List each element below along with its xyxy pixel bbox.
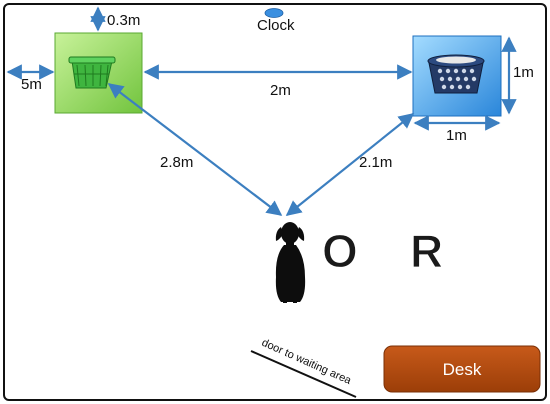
left-gap-label: 5m: [21, 76, 42, 93]
room-diagram: Clock 0.3m 5m 1m: [6, 6, 541, 398]
top-gap-label: 0.3m: [107, 12, 140, 29]
letter-r: R: [410, 225, 443, 277]
clock-oval-icon: [264, 8, 284, 18]
blue-height-label: 1m: [513, 64, 534, 81]
blue-to-dog-label: 2.1m: [359, 154, 392, 171]
laundry-basket-green-icon: [68, 56, 116, 89]
between-baskets-label: 2m: [270, 82, 291, 99]
laundry-basket-blue-icon: [427, 54, 485, 94]
room-frame: Clock 0.3m 5m 1m: [3, 3, 547, 401]
door-line: [250, 350, 357, 398]
blue-width-label: 1m: [446, 127, 467, 144]
blue-to-dog-arrow: [285, 113, 415, 216]
desk-label: Desk: [443, 360, 482, 379]
green-to-dog-label: 2.8m: [160, 154, 193, 171]
dog-silhouette-icon: [275, 222, 306, 303]
clock-label: Clock: [257, 17, 295, 34]
green-to-dog-arrow: [107, 83, 283, 216]
letter-o: O: [322, 225, 358, 277]
desk: [383, 345, 541, 393]
